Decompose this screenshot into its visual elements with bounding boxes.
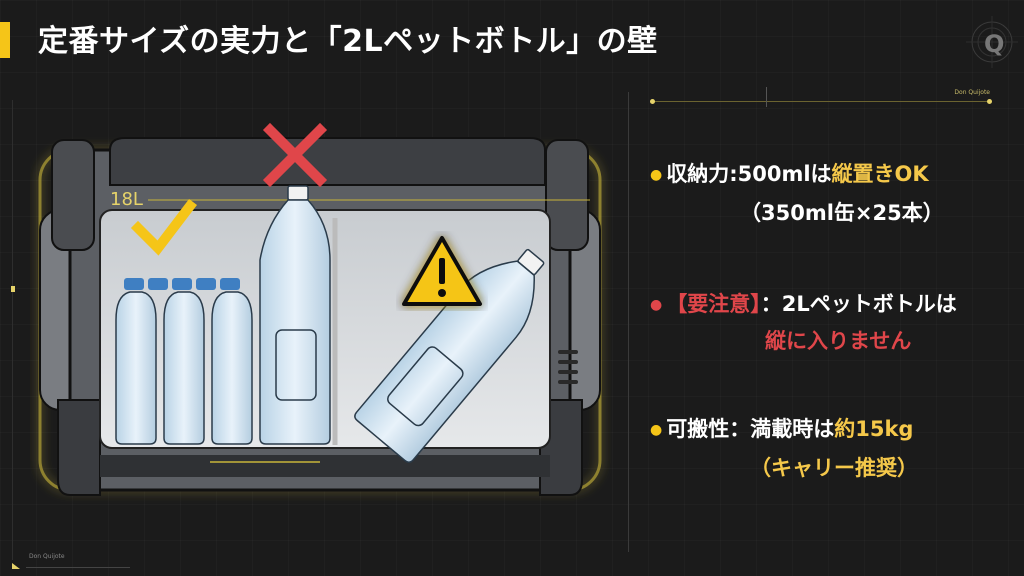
timeline-line: Don Quijote — [650, 87, 992, 107]
timeline-label: Don Quijote — [954, 89, 990, 96]
bullet-warning-sub: 縦に入りません — [765, 329, 912, 353]
bullet-capacity: ●収納力:500mlは縦置きOK — [650, 162, 929, 186]
brand-footer-label: Don Quijote — [29, 553, 65, 560]
timeline-end-dot — [987, 99, 992, 104]
timeline-tick — [766, 87, 767, 107]
svg-text:Q: Q — [984, 30, 1004, 58]
bullet-capacity-sub: （350ml缶×25本） — [740, 201, 944, 225]
title-accent-bar — [0, 22, 10, 58]
bullet-portability-sub: （キャリー推奨） — [750, 456, 918, 480]
page-title: 定番サイズの実力と「2Lペットボトル」の壁 — [38, 24, 658, 59]
bullet-warning: ●【要注意】：2Lペットボトルは — [650, 292, 957, 316]
footer-corner-marker — [12, 563, 20, 569]
brand-logo-icon: Q — [966, 16, 1018, 68]
left-frame-marker — [11, 286, 15, 292]
checkmark-icon — [130, 198, 198, 256]
left-frame-line — [12, 100, 13, 560]
cooler-illustration: 18L — [38, 122, 602, 496]
footer-line — [26, 567, 130, 568]
bullet-dot-icon: ● — [650, 297, 663, 313]
bullet-dot-icon: ● — [650, 167, 663, 183]
capacity-label: 18L — [110, 189, 143, 210]
bullet-dot-icon: ● — [650, 422, 663, 438]
timeline-start-dot — [650, 99, 655, 104]
bullet-portability: ●可搬性：満載時は約15kg — [650, 417, 914, 441]
warning-icon — [402, 236, 482, 306]
vertical-divider — [628, 92, 629, 552]
cross-icon — [262, 122, 328, 188]
